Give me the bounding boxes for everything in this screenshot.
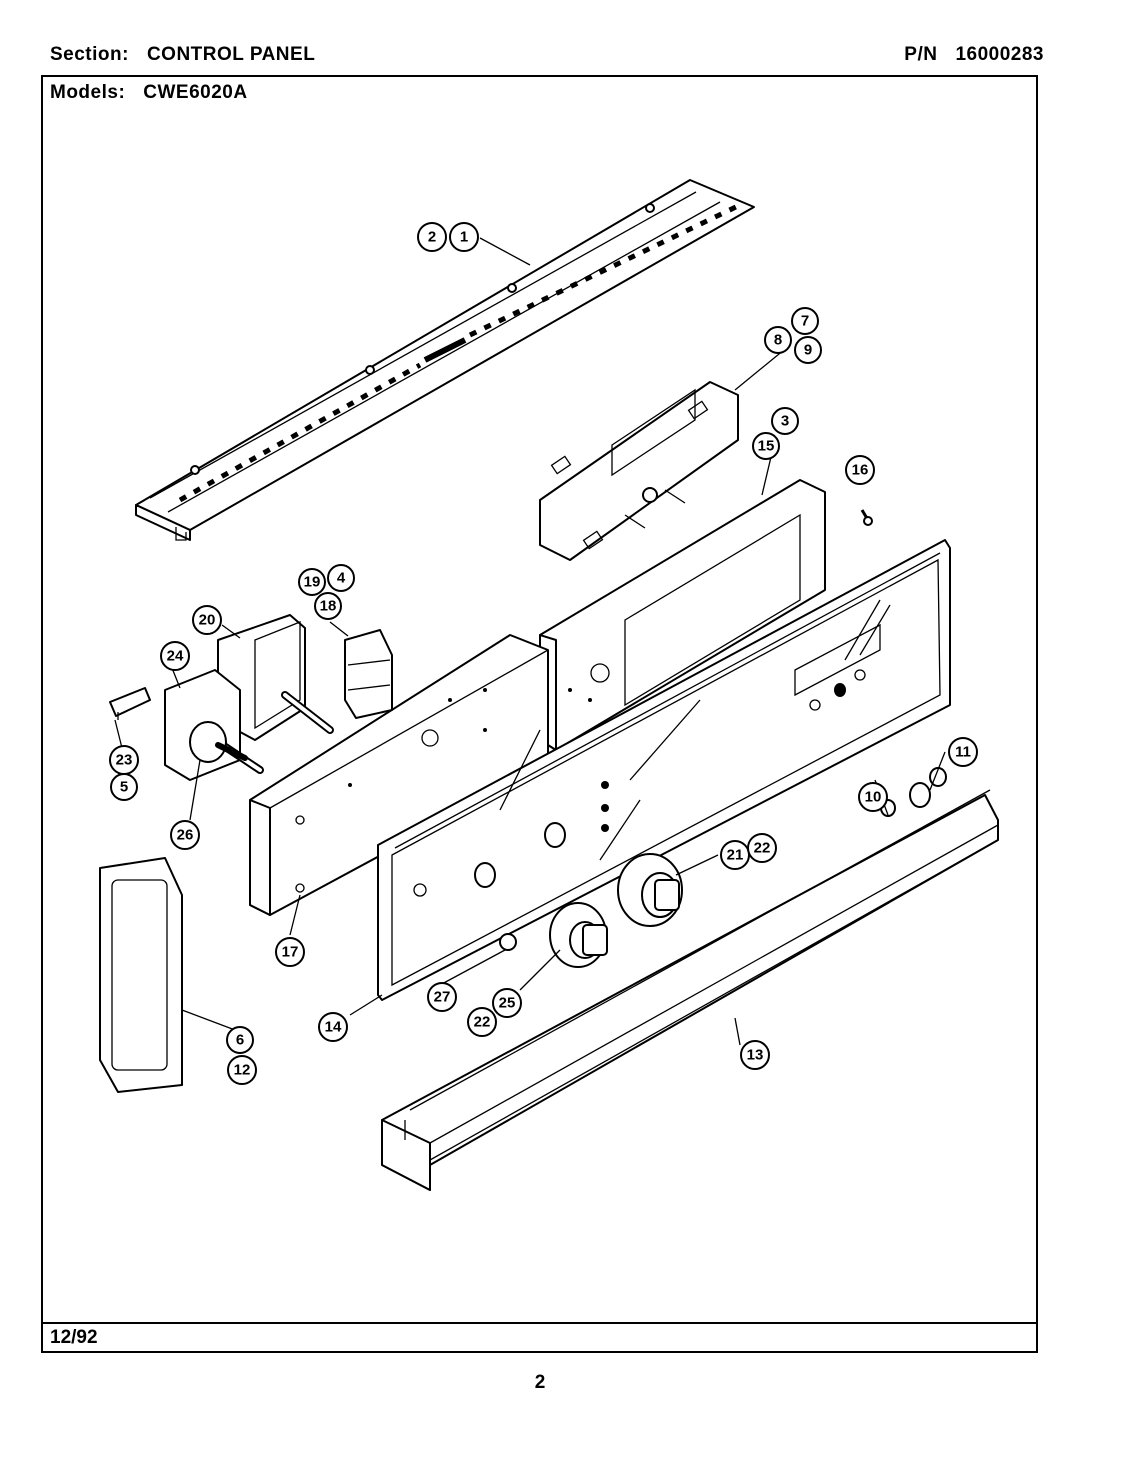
models-label: Models: (50, 82, 126, 103)
knob-insert-part (499, 933, 517, 951)
callout-2: 2 (417, 222, 447, 252)
callout-label: 21 (727, 847, 744, 864)
part-number-label: P/N (904, 44, 938, 65)
callout-label: 6 (236, 1032, 244, 1049)
page-number: 2 (534, 1372, 546, 1393)
callout-label: 13 (747, 1047, 764, 1064)
bottom-rail-part (381, 789, 999, 1191)
part-number-heading: P/N 16000283 (904, 44, 1044, 66)
callout-label: 19 (304, 574, 321, 591)
callout-19: 19 (298, 568, 326, 596)
callout-label: 3 (781, 413, 789, 430)
control-board-part (539, 381, 739, 561)
callout-17: 17 (275, 937, 305, 967)
callout-22-lower: 22 (467, 1007, 497, 1037)
callout-label: 23 (116, 752, 133, 769)
callout-3: 3 (771, 407, 799, 435)
callout-label: 20 (199, 612, 216, 629)
callout-label: 14 (325, 1019, 342, 1036)
top-rail-part (135, 179, 755, 541)
small-knob-part (880, 767, 947, 817)
callout-label: 26 (177, 827, 194, 844)
callout-label: 12 (234, 1062, 251, 1079)
thermostat-part (189, 721, 248, 763)
callout-22-upper: 22 (747, 833, 777, 863)
callout-25: 25 (492, 988, 522, 1018)
callout-4: 4 (327, 564, 355, 592)
part-number-value: 16000283 (955, 44, 1044, 65)
callout-13: 13 (740, 1040, 770, 1070)
callout-label: 10 (865, 789, 882, 806)
section-value: CONTROL PANEL (146, 44, 316, 65)
callout-label: 8 (774, 332, 782, 349)
callout-label: 22 (474, 1014, 491, 1031)
callout-label: 16 (852, 462, 869, 479)
callout-label: 7 (801, 313, 809, 330)
models-value: CWE6020A (143, 82, 248, 103)
callout-24: 24 (160, 641, 190, 671)
callout-8: 8 (764, 326, 792, 354)
bracket-part (109, 687, 151, 720)
section-heading: Section: CONTROL PANEL (50, 44, 315, 66)
callout-20: 20 (192, 605, 222, 635)
side-panel-part (99, 857, 183, 1093)
section-label: Section: (50, 44, 129, 65)
revision-date: 12/92 (50, 1327, 98, 1348)
callout-label: 11 (955, 744, 971, 761)
callout-23: 23 (109, 745, 139, 775)
callout-label: 1 (460, 229, 468, 246)
callout-label: 27 (434, 989, 451, 1006)
screw-part (860, 509, 873, 526)
callout-21: 21 (720, 840, 750, 870)
callout-label: 4 (337, 570, 346, 587)
callout-1: 1 (449, 222, 479, 252)
footer-divider (41, 1322, 1038, 1324)
callout-26: 26 (170, 820, 200, 850)
callout-12: 12 (227, 1055, 257, 1085)
callout-label: 17 (282, 944, 299, 961)
callout-15: 15 (752, 432, 780, 460)
callout-18: 18 (314, 592, 342, 620)
callout-7: 7 (791, 307, 819, 335)
models-heading: Models: CWE6020A (50, 82, 248, 104)
callout-14: 14 (318, 1012, 348, 1042)
callout-label: 22 (754, 840, 771, 857)
callout-label: 25 (499, 995, 516, 1012)
knob-large-part (617, 853, 683, 927)
diagram-frame (41, 75, 1038, 1353)
callout-10: 10 (858, 782, 888, 812)
callout-5: 5 (110, 773, 138, 801)
callout-label: 5 (120, 779, 128, 796)
pushbutton-switch-part (344, 629, 393, 719)
callout-label: 24 (167, 648, 184, 665)
glass-panel-part (377, 539, 951, 1001)
knob-small-part (549, 902, 608, 968)
callout-9: 9 (794, 336, 822, 364)
callout-16: 16 (845, 455, 875, 485)
callout-label: 2 (428, 229, 436, 246)
callout-27: 27 (427, 982, 457, 1012)
callout-label: 9 (804, 342, 812, 359)
callout-label: 15 (758, 438, 775, 455)
callout-11: 11 (948, 737, 978, 767)
callout-label: 18 (320, 598, 337, 615)
callout-6: 6 (226, 1026, 254, 1054)
